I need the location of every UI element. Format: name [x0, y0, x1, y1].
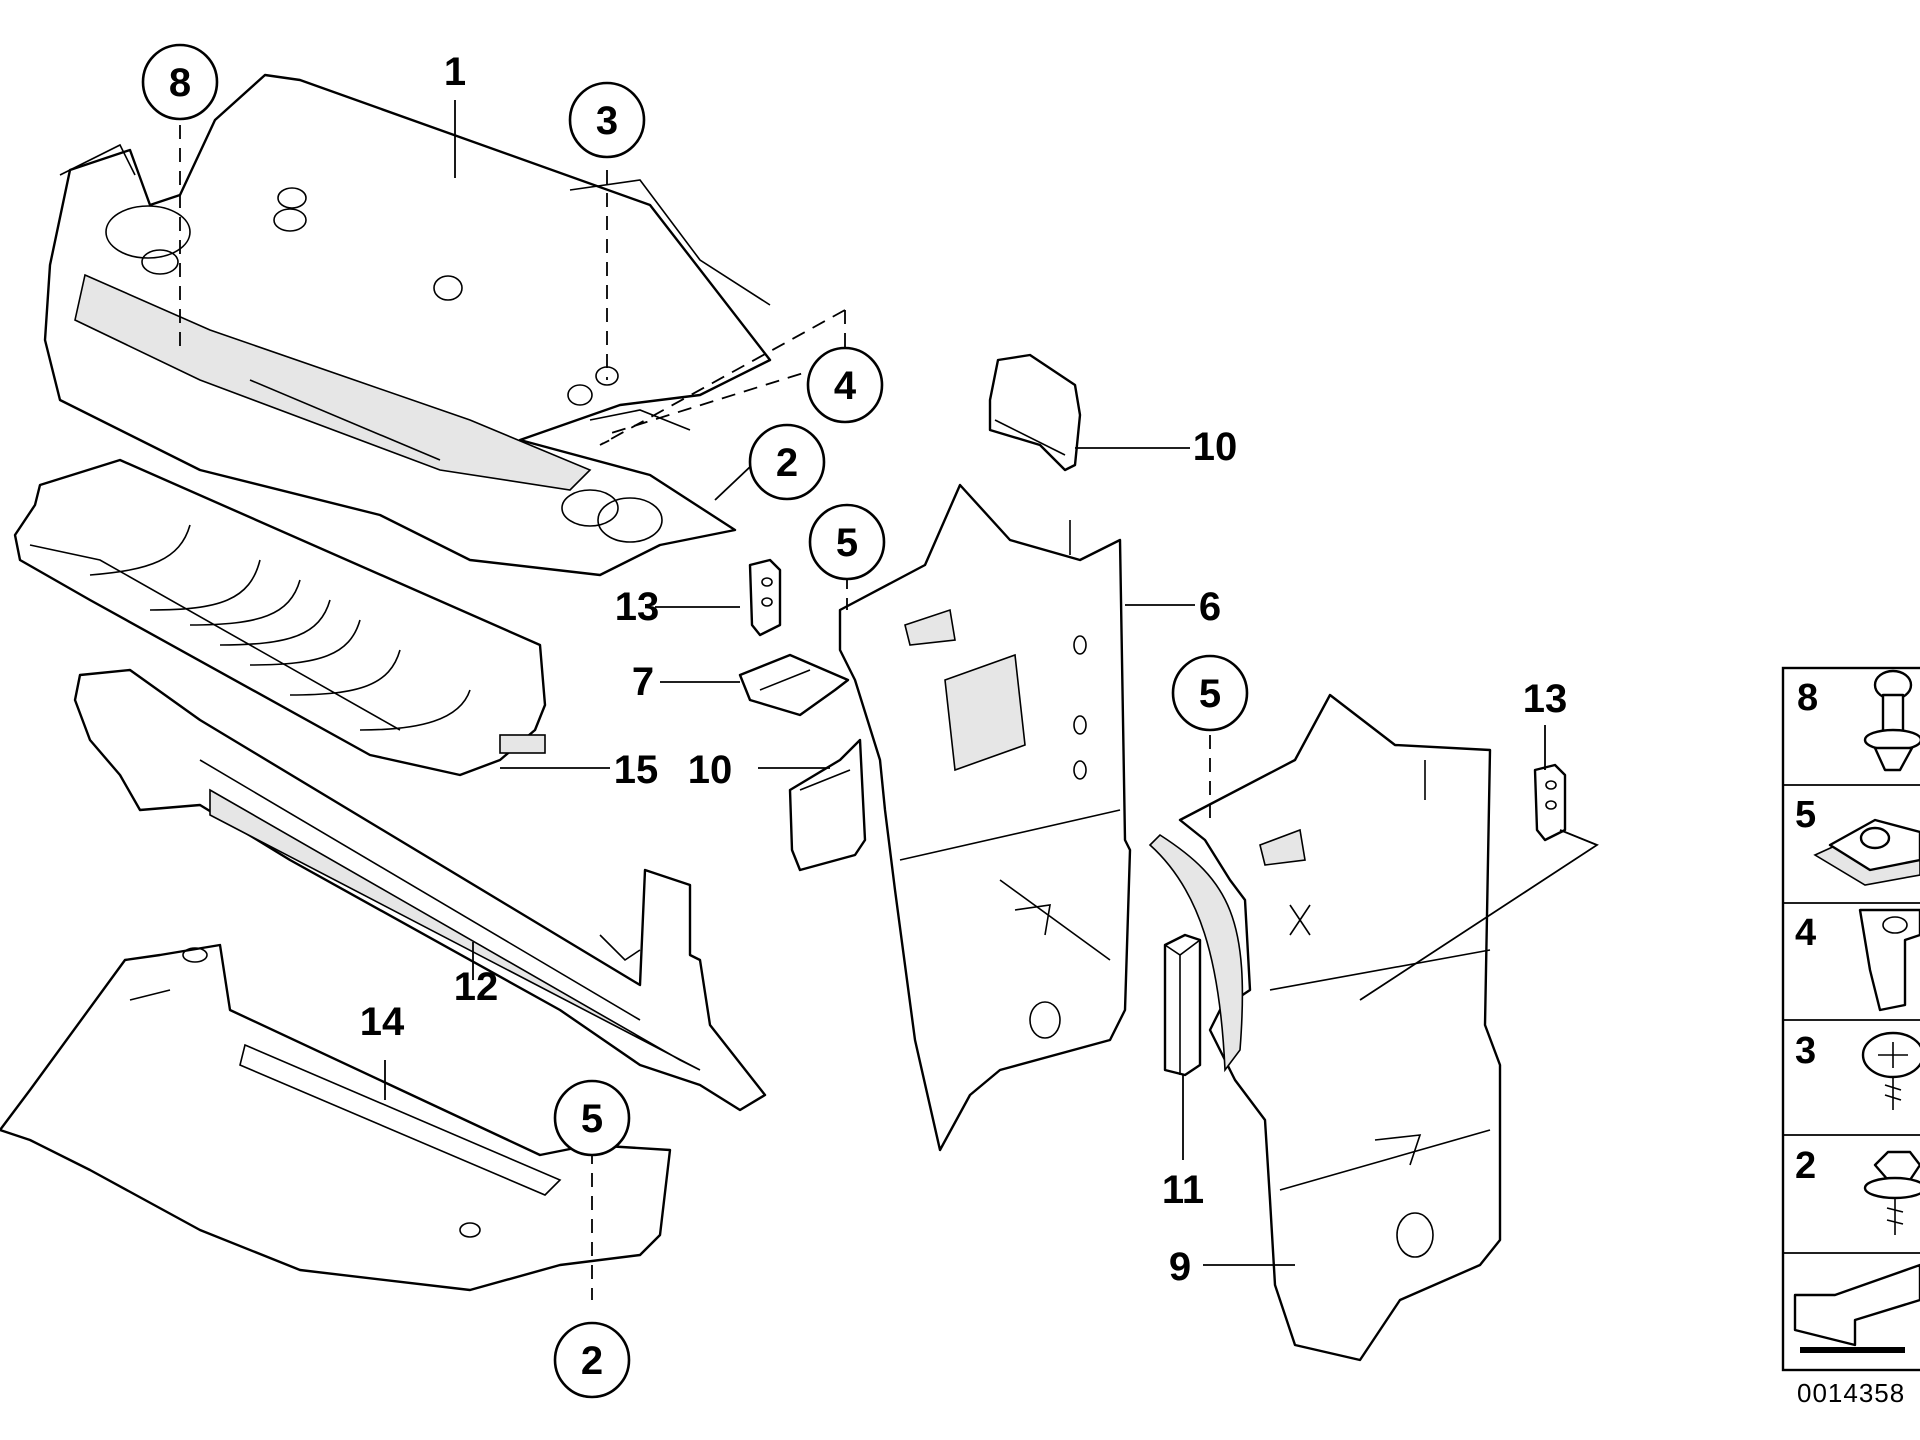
callout-13-left: 13 [615, 585, 660, 629]
hex-screw-icon [1863, 1150, 1920, 1235]
part-seal-10-lower [788, 738, 867, 872]
callout-2-bottom: 2 [581, 1339, 603, 1383]
callout-7: 7 [632, 660, 654, 704]
callout-1: 1 [444, 50, 466, 94]
part-bracket-13-left [748, 558, 782, 637]
push-rivet-icon [1863, 669, 1920, 772]
callout-10-upper: 10 [1193, 425, 1238, 469]
part-air-duct-15 [13, 458, 547, 777]
callout-circle-4 [806, 346, 884, 424]
callout-14: 14 [360, 1000, 405, 1044]
clip-nut-icon [1813, 818, 1920, 886]
callout-11: 11 [1162, 1168, 1204, 1212]
expanding-nut-icon [1858, 908, 1920, 1012]
part-bracket-13-right [1533, 763, 1567, 842]
callouts: 1 8 3 4 2 10 5 6 13 7 15 10 5 13 12 14 1… [141, 43, 1568, 1399]
legend-label-3: 3 [1795, 1030, 1816, 1072]
callout-circle-5-bottom [553, 1079, 631, 1157]
part-lower-air-guide-14 [0, 943, 672, 1292]
callout-circle-8 [141, 43, 219, 121]
legend-label-2: 2 [1795, 1145, 1816, 1187]
direction-arrow-icon [1793, 1263, 1920, 1353]
washer-screw-icon [1861, 1031, 1920, 1110]
part-side-support-left-6 [838, 483, 1132, 1152]
callout-12: 12 [454, 965, 499, 1009]
callout-5-left: 5 [836, 521, 858, 565]
callout-2-top: 2 [776, 441, 798, 485]
callout-5-bottom: 5 [581, 1097, 603, 1141]
callout-6: 6 [1199, 585, 1221, 629]
legend-label-5: 5 [1795, 794, 1816, 836]
callout-circle-5-middle [1171, 654, 1249, 732]
callout-circle-2-top [748, 423, 826, 501]
callout-5-middle: 5 [1199, 672, 1221, 716]
callout-13-right: 13 [1523, 677, 1568, 721]
part-clip-7 [738, 653, 850, 717]
part-radiator-top-cover [43, 73, 772, 577]
callout-circle-5-left [808, 503, 886, 581]
callout-4: 4 [834, 364, 857, 408]
callout-10-lower: 10 [688, 748, 733, 792]
legend-label-4: 4 [1795, 912, 1816, 954]
callout-8: 8 [169, 61, 191, 105]
callout-3: 3 [596, 99, 618, 143]
part-seal-11 [1163, 933, 1202, 1077]
part-seal-10-upper [988, 353, 1082, 472]
drawing-number: 0014358 [1797, 1378, 1905, 1408]
part-side-support-right-9 [1148, 693, 1502, 1362]
callout-9: 9 [1169, 1245, 1191, 1289]
part-lower-bracket-12 [73, 668, 767, 1112]
callout-15: 15 [614, 748, 659, 792]
leader-lines [179, 100, 1599, 1300]
callout-circle-3 [568, 81, 646, 159]
callout-circle-2-bottom [553, 1321, 631, 1399]
legend-label-8: 8 [1797, 677, 1818, 719]
fastener-legend: 8 5 4 3 2 [1781, 666, 1920, 1372]
